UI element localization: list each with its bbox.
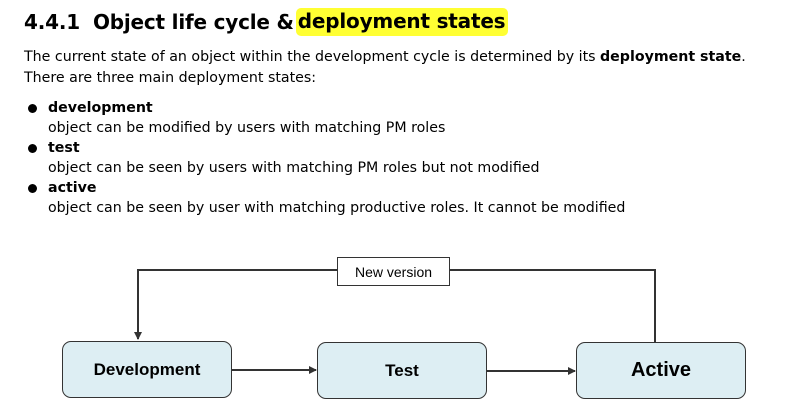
active-state-box: Active <box>576 342 746 399</box>
section-number: 4.4.1 <box>24 10 80 34</box>
state-description: object can be modified by users with mat… <box>48 120 446 136</box>
intro-text-after: . There are three main deployment states… <box>24 49 746 86</box>
state-title: test <box>48 140 80 156</box>
bullet-icon <box>28 143 37 153</box>
list-item: development object can be modified by us… <box>24 98 625 138</box>
deployment-states-list: development object can be modified by us… <box>24 98 625 218</box>
intro-paragraph: The current state of an object within th… <box>24 47 789 89</box>
list-item: test object can be seen by users with ma… <box>24 138 625 178</box>
state-title: active <box>48 180 97 196</box>
state-description: object can be seen by user with matching… <box>48 200 626 216</box>
intro-bold-term: deployment state <box>600 49 742 65</box>
section-title: Object life cycle & <box>92 10 294 34</box>
section-title-highlight: deployment states <box>295 8 509 36</box>
section-heading: 4.4.1 Object life cycle & deployment sta… <box>24 6 509 38</box>
list-item: active object can be seen by user with m… <box>24 178 625 218</box>
state-description: object can be seen by users with matchin… <box>48 160 540 176</box>
intro-text-before: The current state of an object within th… <box>24 49 601 65</box>
bullet-icon <box>28 183 37 193</box>
bullet-icon <box>28 103 37 113</box>
new-version-label: New version <box>337 257 450 286</box>
development-state-box: Development <box>62 341 232 398</box>
state-title: development <box>48 100 153 116</box>
test-state-box: Test <box>317 342 487 399</box>
